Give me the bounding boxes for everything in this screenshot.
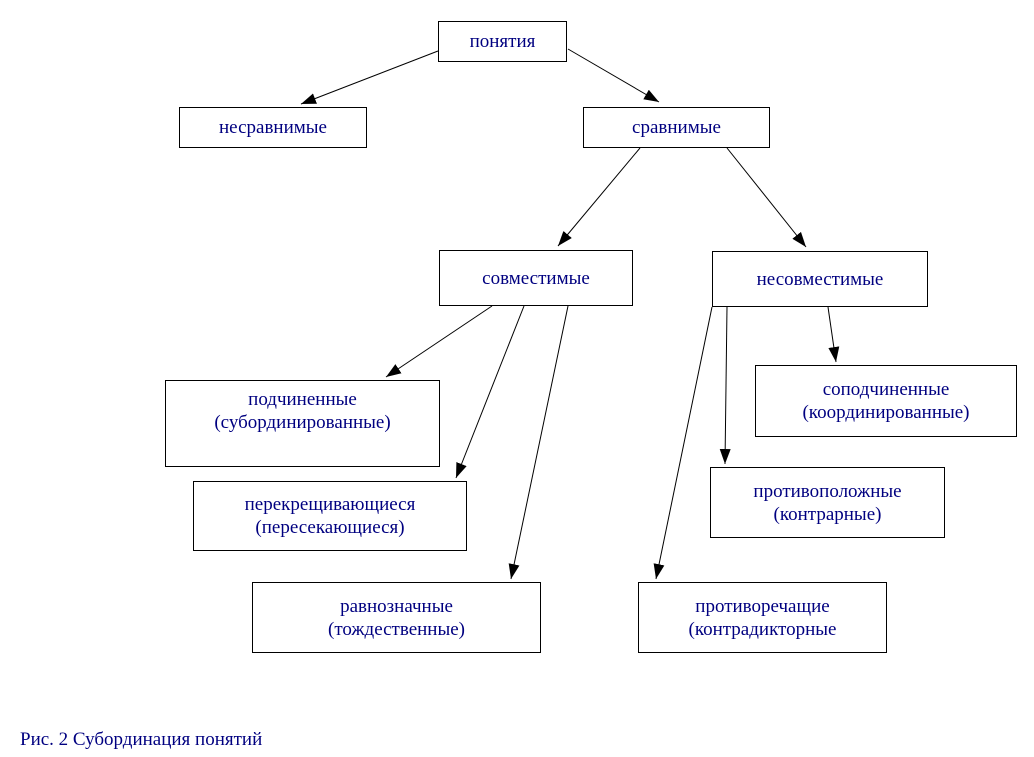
node-label-line2: (тождественные): [328, 618, 465, 640]
node-label: сравнимые: [632, 117, 721, 138]
node-ponyatiya: понятия: [438, 21, 567, 62]
node-label-line2: (пересекающиеся): [255, 517, 405, 538]
node-ravnoznachnye: равнозначные (тождественные): [252, 582, 541, 653]
node-nesovmestimye: несовместимые: [712, 251, 928, 307]
node-label: несравнимые: [219, 117, 327, 138]
node-label: совместимые: [482, 267, 590, 289]
node-label-line1: подчиненные: [248, 389, 357, 410]
edge-nesovmestimye-protivopolozhnye: [719, 306, 731, 465]
edge-nesovmestimye-protivorechashchie: [653, 306, 713, 580]
node-label-line1: равнозначные: [340, 595, 453, 617]
node-sravnimye: сравнимые: [583, 107, 770, 148]
node-label-line1: перекрещивающиеся: [244, 494, 416, 515]
edge-sovmestimye-ravnoznachnye: [508, 305, 569, 580]
node-label-line1: противоположные: [753, 480, 902, 502]
node-label: понятия: [469, 31, 536, 52]
node-label: несовместимые: [756, 268, 884, 290]
node-label-line2: (контрадикторные: [688, 618, 837, 640]
edge-sovmestimye-perekreshchivayushchiesya: [455, 305, 525, 479]
edge-sravnimye-nesovmestimye: [726, 147, 807, 248]
node-podchinennye: подчиненные (субординированные): [165, 380, 440, 467]
node-sovmestimye: совместимые: [439, 250, 633, 306]
node-nesravnimye: несравнимые: [179, 107, 367, 148]
node-label-line2: (контрарные): [773, 503, 882, 525]
node-label-line1: противоречащие: [695, 595, 830, 617]
figure-caption: Рис. 2 Субординация понятий: [20, 729, 263, 750]
node-protivopolozhnye: противоположные (контрарные): [710, 467, 945, 538]
edge-nesovmestimye-sopodchinennye: [827, 306, 840, 363]
edge-sravnimye-sovmestimye: [557, 147, 641, 247]
node-protivorechashchie: противоречащие (контрадикторные: [638, 582, 887, 653]
node-sopodchinennye: соподчиненные (координированные): [755, 365, 1017, 437]
node-perekreshchivayushchiesya: перекрещивающиеся (пересекающиеся): [193, 481, 467, 551]
node-label-line1: соподчиненные: [822, 379, 950, 400]
node-label-line2: (координированные): [802, 402, 970, 423]
edge-sovmestimye-podchinennye: [385, 305, 493, 378]
edge-ponyatiya-sravnimye: [567, 48, 660, 103]
node-label-line2: (субординированные): [214, 412, 391, 433]
edge-ponyatiya-nesravnimye: [300, 50, 439, 105]
